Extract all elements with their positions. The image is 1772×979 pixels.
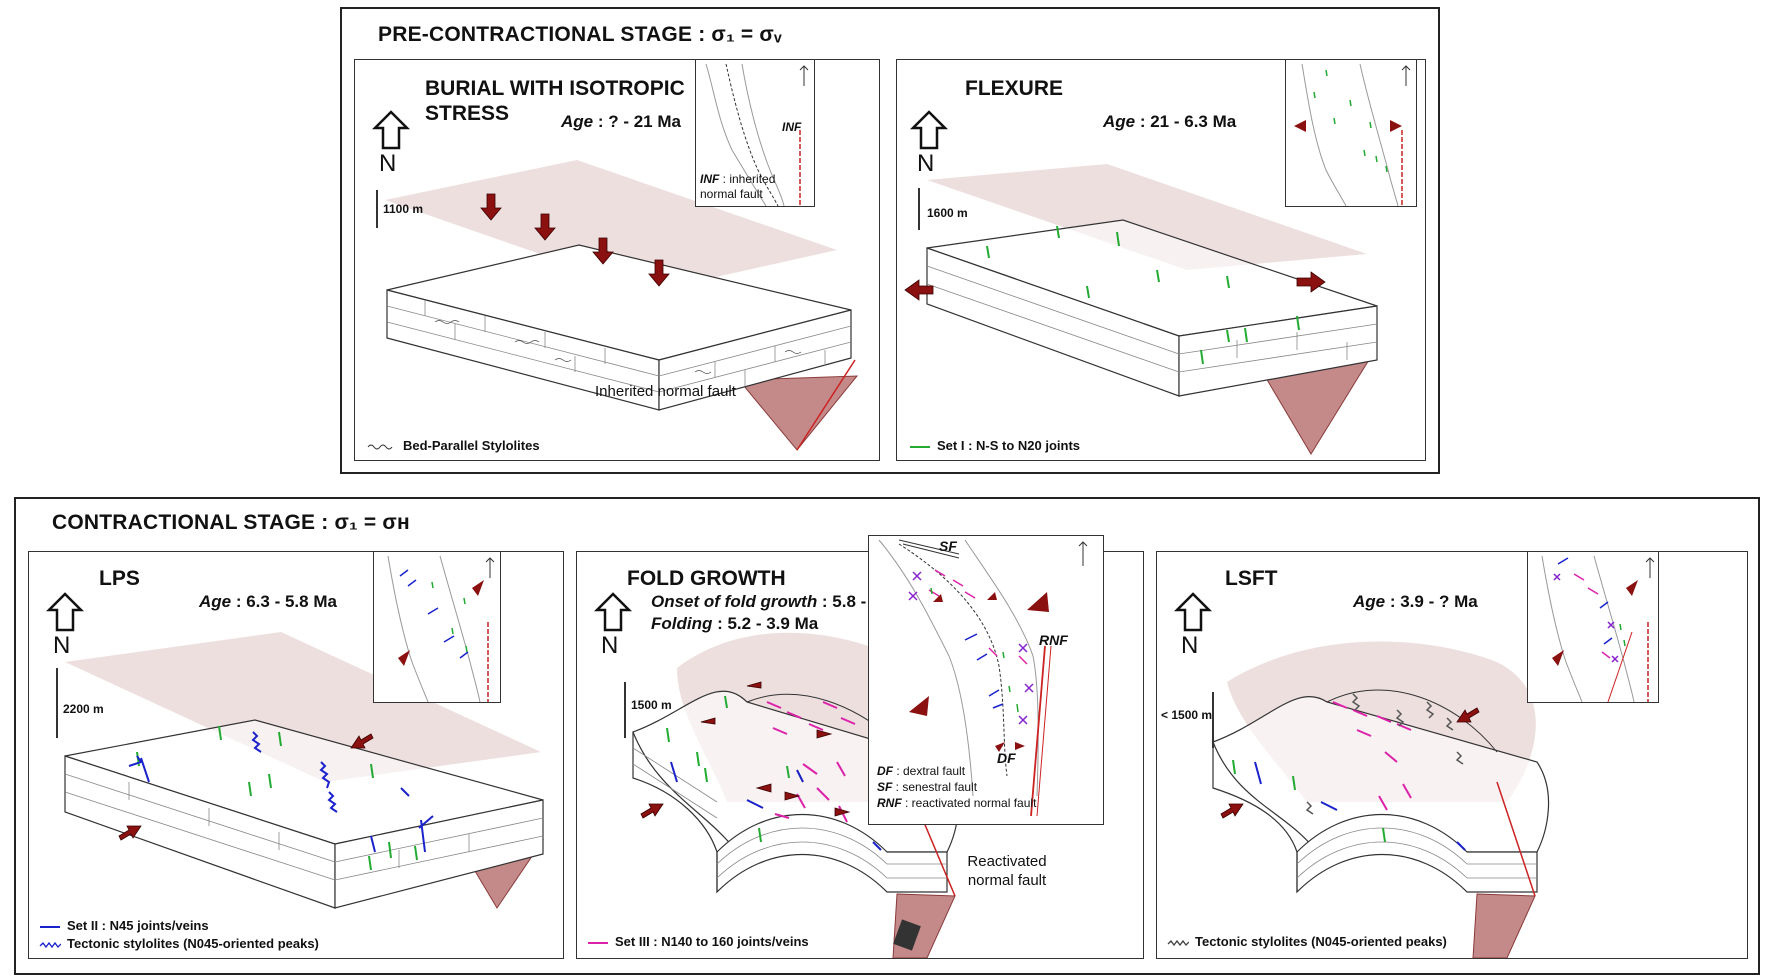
flexure-title: FLEXURE — [965, 77, 1064, 100]
lsft-panel: LSFT Age : 3.9 - ? Ma N < 1500 m Tectoni… — [1156, 551, 1748, 959]
lps-panel: LPS Age : 6.3 - 5.8 Ma N 2200 m Set II :… — [28, 551, 564, 959]
flexure-panel: FLEXURE Age : 21 - 6.3 Ma N 1600 m Set I… — [896, 59, 1426, 461]
north-arrow-icon — [593, 592, 633, 632]
lps-legend-set2: Set II : N45 joints/veins — [39, 918, 209, 933]
inset-north-icon — [1645, 557, 1655, 578]
compression-arrows — [118, 733, 374, 841]
lps-title: LPS — [99, 567, 140, 590]
reactivated-fault-annotation: Reactivated normal fault — [967, 853, 1047, 889]
pre-contractional-stage-frame: PRE-CONTRACTIONAL STAGE : σ₁ = σᵥ — [340, 7, 1440, 474]
lps-map-inset — [373, 552, 501, 703]
fold-folding-age: Folding : 5.2 - 3.9 Ma — [651, 614, 819, 633]
inherited-fault-triangle — [737, 375, 859, 451]
flexure-scale-label: 1600 m — [927, 206, 968, 220]
inset-north-icon — [1401, 65, 1411, 86]
set3-joint-icon — [588, 941, 608, 944]
lsft-map-inset — [1527, 552, 1659, 703]
lps-legend-stylolites: Tectonic stylolites (N045-oriented peaks… — [39, 936, 319, 951]
lsft-scale-label: < 1500 m — [1161, 708, 1213, 722]
lsft-age: Age : 3.9 - ? Ma — [1353, 592, 1478, 611]
inherited-fault-annotation: Inherited normal fault — [595, 383, 736, 400]
set2-joint-icon — [40, 925, 60, 928]
lsft-title: LSFT — [1225, 567, 1278, 590]
inset-rnf-note: RNF : reactivated normal fault — [877, 796, 1037, 810]
lsft-north-arrow: N — [1171, 592, 1215, 660]
tectonic-stylolite-icon — [39, 941, 62, 948]
lps-block-diagram — [56, 632, 544, 909]
inset-df-note: DF : dextral fault — [877, 764, 966, 778]
contractional-stage-frame: CONTRACTIONAL STAGE : σ₁ = σʜ — [14, 497, 1760, 975]
north-arrow-icon — [371, 110, 411, 150]
inset-map-outline — [387, 555, 495, 702]
burial-panel: BURIAL WITH ISOTROPIC STRESS Age : ? - 2… — [354, 59, 880, 461]
flexure-legend: Set I : N-S to N20 joints — [909, 438, 1080, 453]
set2-veins-and-stylolites — [128, 731, 434, 853]
burial-block-diagram — [376, 160, 859, 451]
lsft-legend: Tectonic stylolites (N045-oriented peaks… — [1167, 934, 1447, 949]
flexure-age: Age : 21 - 6.3 Ma — [1103, 112, 1237, 131]
burial-north-arrow: N — [369, 110, 413, 178]
north-arrow-icon — [909, 110, 949, 150]
extension-arrows — [904, 271, 1326, 301]
inset-map-outline — [1294, 63, 1411, 206]
inset-map-outline — [1541, 555, 1655, 702]
inset-rnf-label: RNF — [1039, 632, 1068, 648]
burial-scale-label: 1100 m — [383, 202, 424, 216]
north-arrow-icon — [1173, 592, 1213, 632]
fold-growth-title: FOLD GROWTH — [627, 567, 786, 590]
flexure-north-arrow: N — [907, 110, 951, 178]
set1-joint-icon — [910, 445, 930, 448]
inset-inf-note: INF : inherited normal fault — [700, 172, 776, 201]
lps-scale-label: 2200 m — [63, 702, 104, 716]
lps-age: Age : 6.3 - 5.8 Ma — [199, 592, 337, 611]
flexure-block-diagram — [904, 164, 1378, 455]
inset-inf-label: INF — [782, 120, 802, 134]
pre-contractional-stage-title: PRE-CONTRACTIONAL STAGE : σ₁ = σᵥ — [378, 23, 782, 46]
bed-parallel-stylolite-icon — [367, 444, 393, 450]
inset-north-icon — [485, 557, 495, 578]
flexure-map-inset — [1285, 60, 1417, 207]
tectonic-stylolite-icon — [1167, 939, 1190, 946]
burial-title: BURIAL WITH ISOTROPIC STRESS — [425, 77, 685, 125]
burial-legend: Bed-Parallel Stylolites — [367, 438, 540, 453]
inset-map-outline — [878, 539, 1088, 817]
fold-scale-label: 1500 m — [631, 698, 672, 712]
fold-growth-block-diagram — [624, 632, 960, 958]
fold-north-arrow: N — [591, 592, 635, 660]
inset-map-outline — [705, 63, 809, 206]
set3-veins — [766, 701, 856, 823]
lsft-block-diagram — [1212, 641, 1550, 958]
stress-plane — [385, 160, 837, 292]
inset-north-icon — [799, 65, 809, 86]
north-letter: N — [1181, 632, 1199, 659]
vertical-stress-arrows — [480, 193, 670, 287]
tectonic-stylolites — [1305, 693, 1464, 815]
north-letter: N — [379, 150, 397, 177]
inset-sf-note: SF : senestral fault — [877, 780, 978, 794]
north-arrow-icon — [45, 592, 85, 632]
north-letter: N — [917, 150, 935, 177]
north-letter: N — [53, 632, 71, 659]
burial-map-inset: INF INF : inherited normal fault — [695, 60, 815, 207]
contractional-stage-title: CONTRACTIONAL STAGE : σ₁ = σʜ — [52, 511, 410, 534]
burial-age: Age : ? - 21 Ma — [561, 112, 681, 131]
fold-map-inset: SF RNF DF DF : dextral fault SF : senest… — [868, 535, 1104, 825]
inset-sf-label: SF — [939, 538, 957, 554]
fold-legend-set3: Set III : N140 to 160 joints/veins — [587, 934, 809, 949]
north-letter: N — [601, 632, 619, 659]
lps-north-arrow: N — [43, 592, 87, 660]
inset-df-label: DF — [997, 750, 1016, 766]
inset-north-icon — [1078, 541, 1088, 566]
set1-joints — [986, 225, 1300, 365]
